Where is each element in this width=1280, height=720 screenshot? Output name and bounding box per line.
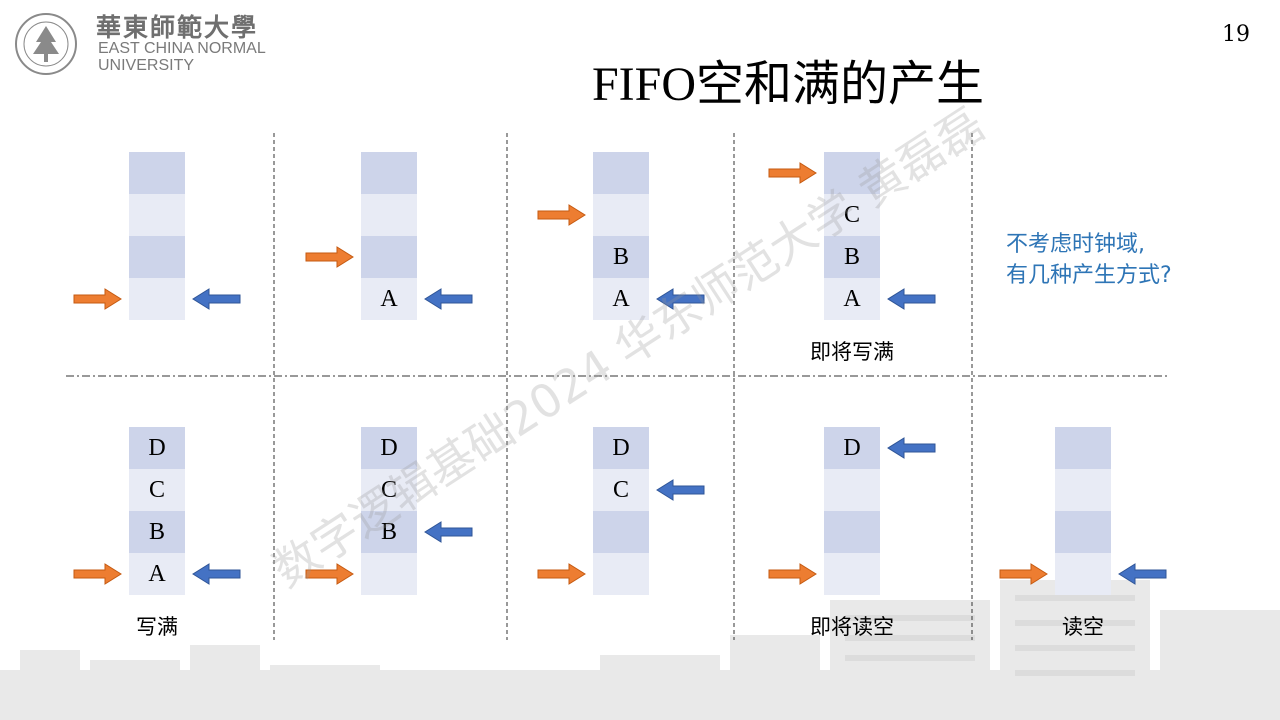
- fifo-cell: [129, 236, 185, 278]
- read-pointer-arrow: [192, 288, 241, 310]
- university-logo: [15, 13, 77, 75]
- fifo-cell: [593, 553, 649, 595]
- read-pointer-arrow: [424, 288, 473, 310]
- fifo-cell: [1055, 427, 1111, 469]
- page-number: 19: [1222, 22, 1250, 47]
- read-pointer-arrow: [656, 479, 705, 501]
- read-pointer-arrow: [424, 521, 473, 543]
- read-pointer-arrow: [887, 288, 936, 310]
- fifo-cell: B: [593, 236, 649, 278]
- fifo-cell: [361, 236, 417, 278]
- fifo-cell: [824, 511, 880, 553]
- write-pointer-arrow: [768, 162, 817, 184]
- read-pointer-arrow: [887, 437, 936, 459]
- write-pointer-arrow: [537, 204, 586, 226]
- fifo-cell: B: [824, 236, 880, 278]
- read-pointer-arrow: [656, 288, 705, 310]
- note-line-1: 不考虑时钟域,: [1006, 232, 1145, 257]
- write-pointer-arrow: [999, 563, 1048, 585]
- fifo-cell: C: [593, 469, 649, 511]
- fifo-cell: D: [361, 427, 417, 469]
- write-pointer-arrow: [768, 563, 817, 585]
- fifo-cell: A: [129, 553, 185, 595]
- fifo-cell: [361, 194, 417, 236]
- diagram-caption: 即将写满: [810, 340, 894, 364]
- fifo-cell: A: [361, 278, 417, 320]
- campus-buildings-background: [0, 580, 1280, 720]
- fifo-cell: [361, 152, 417, 194]
- slide-title: FIFO空和满的产生: [591, 58, 985, 111]
- write-pointer-arrow: [305, 563, 354, 585]
- write-pointer-arrow: [305, 246, 354, 268]
- diagram-caption: 即将读空: [810, 615, 894, 639]
- fifo-cell: C: [129, 469, 185, 511]
- fifo-cell: [129, 278, 185, 320]
- fifo-cell: [593, 194, 649, 236]
- fifo-cell: D: [129, 427, 185, 469]
- diagram-caption: 读空: [1062, 615, 1104, 639]
- write-pointer-arrow: [73, 563, 122, 585]
- logo-english-name-line1: EAST CHINA NORMAL: [98, 40, 266, 57]
- fifo-cell: [593, 511, 649, 553]
- fifo-cell: A: [824, 278, 880, 320]
- fifo-cell: [824, 553, 880, 595]
- fifo-cell: [1055, 553, 1111, 595]
- read-pointer-arrow: [192, 563, 241, 585]
- note-line-2: 有几种产生方式?: [1006, 263, 1172, 288]
- fifo-cell: [129, 194, 185, 236]
- read-pointer-arrow: [1118, 563, 1167, 585]
- fifo-cell: [361, 553, 417, 595]
- fifo-cell: [824, 469, 880, 511]
- fifo-cell: A: [593, 278, 649, 320]
- fifo-cell: C: [361, 469, 417, 511]
- fifo-cell: [129, 152, 185, 194]
- fifo-cell: D: [593, 427, 649, 469]
- fifo-cell: D: [824, 427, 880, 469]
- fifo-cell: B: [361, 511, 417, 553]
- fifo-cell: B: [129, 511, 185, 553]
- fifo-cell: C: [824, 194, 880, 236]
- write-pointer-arrow: [73, 288, 122, 310]
- write-pointer-arrow: [537, 563, 586, 585]
- diagram-caption: 写满: [136, 615, 178, 639]
- fifo-cell: [1055, 511, 1111, 553]
- logo-english-name-line2: UNIVERSITY: [98, 57, 195, 74]
- logo-chinese-name: 華東師範大學: [96, 13, 259, 42]
- fifo-cell: [1055, 469, 1111, 511]
- fifo-cell: [824, 152, 880, 194]
- fifo-cell: [593, 152, 649, 194]
